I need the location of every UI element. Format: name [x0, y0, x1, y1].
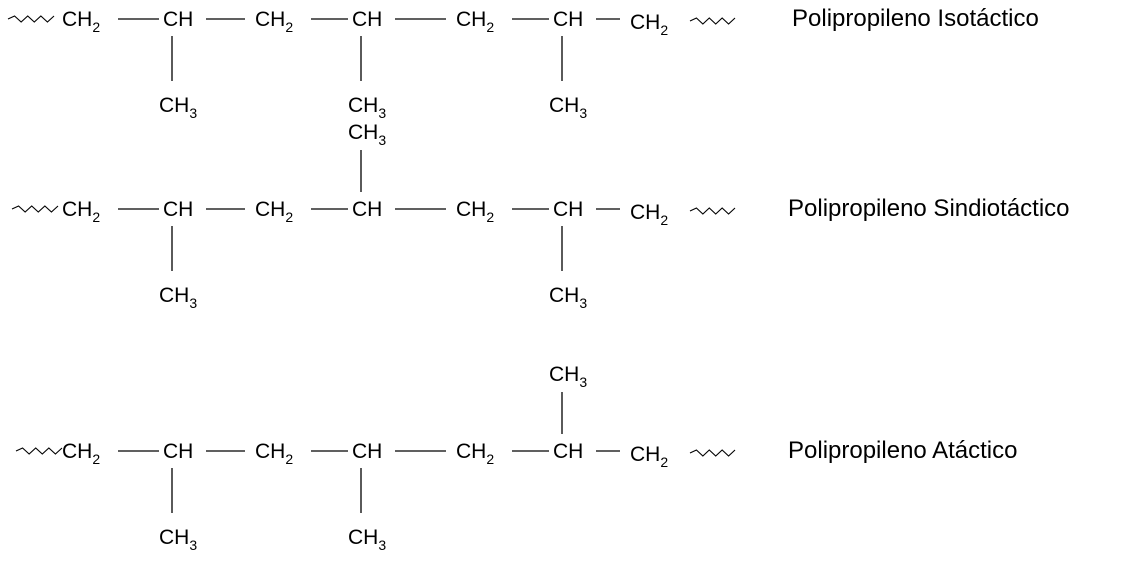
wavy-chain-end-left: [15, 447, 63, 455]
methyl-ch3-subscript: 3: [189, 295, 197, 311]
methyl-ch3-subscript: 3: [378, 537, 386, 553]
methyl-ch3-subscript: 3: [189, 537, 197, 553]
backbone-ch-base: CH: [352, 440, 382, 463]
backbone-ch: CH: [553, 198, 583, 221]
backbone-ch2-base: CH: [255, 8, 285, 31]
methyl-ch3: CH3: [549, 284, 587, 311]
backbone-ch2-base: CH: [62, 440, 92, 463]
backbone-ch: CH: [553, 440, 583, 463]
backbone-ch2-subscript: 2: [486, 19, 494, 35]
backbone-ch-base: CH: [553, 440, 583, 463]
backbone-ch2-subscript: 2: [92, 209, 100, 225]
backbone-ch2-terminal-base: CH: [630, 11, 660, 34]
backbone-ch2-terminal-subscript: 2: [660, 212, 668, 228]
backbone-ch2-subscript: 2: [285, 19, 293, 35]
backbone-ch2-base: CH: [62, 198, 92, 221]
backbone-ch2-terminal: CH2: [630, 11, 668, 38]
backbone-ch2-subscript: 2: [92, 19, 100, 35]
methyl-ch3-base: CH: [549, 284, 579, 307]
backbone-ch-base: CH: [163, 440, 193, 463]
backbone-ch: CH: [163, 198, 193, 221]
wavy-chain-end-left: [7, 15, 55, 23]
polymer-name: Polipropileno Atáctico: [788, 437, 1017, 464]
backbone-ch2: CH2: [255, 440, 293, 467]
methyl-ch3: CH3: [348, 94, 386, 121]
methyl-ch3: CH3: [159, 526, 197, 553]
backbone-ch-base: CH: [352, 8, 382, 31]
backbone-ch2-terminal: CH2: [630, 201, 668, 228]
methyl-ch3-base: CH: [549, 94, 579, 117]
methyl-ch3-base: CH: [348, 121, 378, 144]
backbone-ch2: CH2: [255, 198, 293, 225]
methyl-ch3: CH3: [549, 94, 587, 121]
backbone-ch: CH: [352, 440, 382, 463]
backbone-ch-base: CH: [553, 198, 583, 221]
backbone-ch2: CH2: [62, 198, 100, 225]
backbone-ch2: CH2: [456, 198, 494, 225]
methyl-ch3: CH3: [159, 284, 197, 311]
backbone-ch2: CH2: [255, 8, 293, 35]
backbone-ch2: CH2: [62, 440, 100, 467]
backbone-ch2-base: CH: [456, 8, 486, 31]
methyl-ch3: CH3: [159, 94, 197, 121]
backbone-ch2: CH2: [456, 8, 494, 35]
backbone-ch-base: CH: [163, 198, 193, 221]
methyl-ch3: CH3: [348, 526, 386, 553]
backbone-ch2-subscript: 2: [486, 209, 494, 225]
backbone-ch2-base: CH: [62, 8, 92, 31]
backbone-ch2-subscript: 2: [486, 451, 494, 467]
backbone-ch2-subscript: 2: [92, 451, 100, 467]
backbone-ch2-base: CH: [255, 198, 285, 221]
backbone-ch-base: CH: [553, 8, 583, 31]
methyl-ch3-subscript: 3: [378, 105, 386, 121]
backbone-ch-base: CH: [163, 8, 193, 31]
backbone-ch2-terminal-subscript: 2: [660, 454, 668, 470]
methyl-ch3-base: CH: [348, 94, 378, 117]
backbone-ch2-base: CH: [255, 440, 285, 463]
backbone-ch2-terminal-subscript: 2: [660, 22, 668, 38]
methyl-ch3-base: CH: [159, 94, 189, 117]
methyl-ch3-subscript: 3: [579, 105, 587, 121]
wavy-chain-end-right: [689, 17, 736, 25]
backbone-ch2: CH2: [62, 8, 100, 35]
backbone-ch: CH: [352, 8, 382, 31]
wavy-chain-end-right: [689, 207, 736, 215]
backbone-ch: CH: [163, 440, 193, 463]
backbone-ch2: CH2: [456, 440, 494, 467]
methyl-ch3-subscript: 3: [378, 132, 386, 148]
backbone-ch: CH: [553, 8, 583, 31]
backbone-ch2-terminal-base: CH: [630, 201, 660, 224]
backbone-ch: CH: [163, 8, 193, 31]
polymer-name: Polipropileno Sindiotáctico: [788, 195, 1070, 222]
methyl-ch3: CH3: [549, 363, 587, 390]
backbone-ch2-base: CH: [456, 198, 486, 221]
backbone-ch2-subscript: 2: [285, 209, 293, 225]
wavy-chain-end-right: [689, 449, 736, 457]
backbone-ch-base: CH: [352, 198, 382, 221]
wavy-chain-end-left: [11, 205, 59, 213]
backbone-ch2-terminal: CH2: [630, 443, 668, 470]
methyl-ch3-base: CH: [159, 526, 189, 549]
backbone-ch2-terminal-base: CH: [630, 443, 660, 466]
methyl-ch3-subscript: 3: [189, 105, 197, 121]
methyl-ch3-base: CH: [549, 363, 579, 386]
polymer-name: Polipropileno Isotáctico: [792, 5, 1039, 32]
methyl-ch3: CH3: [348, 121, 386, 148]
methyl-ch3-base: CH: [348, 526, 378, 549]
methyl-ch3-base: CH: [159, 284, 189, 307]
backbone-ch: CH: [352, 198, 382, 221]
methyl-ch3-subscript: 3: [579, 295, 587, 311]
backbone-ch2-base: CH: [456, 440, 486, 463]
backbone-ch2-subscript: 2: [285, 451, 293, 467]
methyl-ch3-subscript: 3: [579, 374, 587, 390]
